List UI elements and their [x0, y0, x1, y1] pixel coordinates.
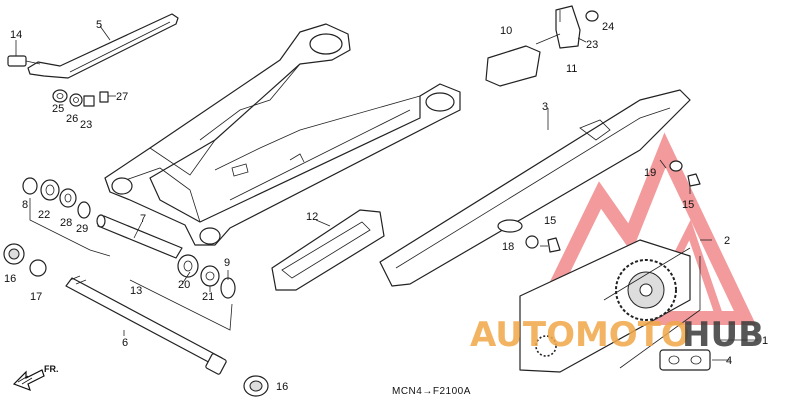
callout-21: 21: [202, 291, 214, 303]
callout-23-a: 23: [80, 119, 92, 131]
callout-22: 22: [38, 209, 50, 221]
callout-3: 3: [542, 101, 548, 113]
callout-16-a: 16: [4, 273, 16, 285]
chain-guide-strap: [7, 13, 179, 79]
bearing-set-left: [22, 177, 91, 219]
callout-15-b: 15: [544, 215, 556, 227]
callout-17: 17: [30, 291, 42, 303]
callout-24: 24: [602, 21, 614, 33]
callout-13: 13: [130, 285, 142, 297]
diagram-code: MCN4→F2100A: [392, 386, 471, 397]
callout-4: 4: [726, 355, 732, 367]
callout-27: 27: [116, 91, 128, 103]
swingarm: [104, 23, 461, 246]
leader-lines: [15, 10, 758, 361]
callout-6: 6: [122, 337, 128, 349]
callout-9: 9: [224, 257, 230, 269]
callout-7: 7: [140, 213, 146, 225]
callout-5: 5: [96, 19, 102, 31]
watermark-part2: HUB: [682, 315, 764, 355]
callout-29: 29: [76, 223, 88, 235]
watermark-text: AUTOMOTO HUB: [470, 315, 764, 355]
drive-chain: [519, 239, 701, 373]
callout-23-b: 23: [586, 39, 598, 51]
callout-12: 12: [306, 211, 318, 223]
pivot-caps: [3, 243, 269, 397]
callout-2: 2: [724, 235, 730, 247]
fasteners-right: [525, 160, 701, 253]
front-arrow: FR.: [12, 364, 59, 392]
callout-18: 18: [502, 241, 514, 253]
callout-15-a: 15: [682, 199, 694, 211]
pivot-collar: [96, 214, 183, 259]
callout-11: 11: [566, 63, 577, 75]
callout-1: 1: [762, 335, 768, 347]
chain-case: [379, 89, 691, 287]
front-label: FR.: [44, 364, 59, 374]
washer-set: [52, 89, 109, 107]
callout-20: 20: [178, 279, 190, 291]
callout-10: 10: [500, 25, 512, 37]
watermark-part1: AUTOMOTO: [470, 315, 690, 355]
chain-slider: [271, 209, 385, 291]
callout-28: 28: [60, 217, 72, 229]
chain-link-set: [659, 349, 711, 371]
chain-case-bracket: [485, 5, 599, 87]
callout-19: 19: [644, 167, 656, 179]
callout-26: 26: [66, 113, 78, 125]
callout-labels: 14 5 25 26 23 27 10 24 23 11 3 8 22 28 2…: [4, 19, 768, 393]
callout-25: 25: [52, 103, 64, 115]
callout-8: 8: [22, 199, 28, 211]
callout-16-b: 16: [276, 381, 288, 393]
callout-14: 14: [10, 29, 22, 41]
pivot-bolt: [65, 275, 227, 375]
